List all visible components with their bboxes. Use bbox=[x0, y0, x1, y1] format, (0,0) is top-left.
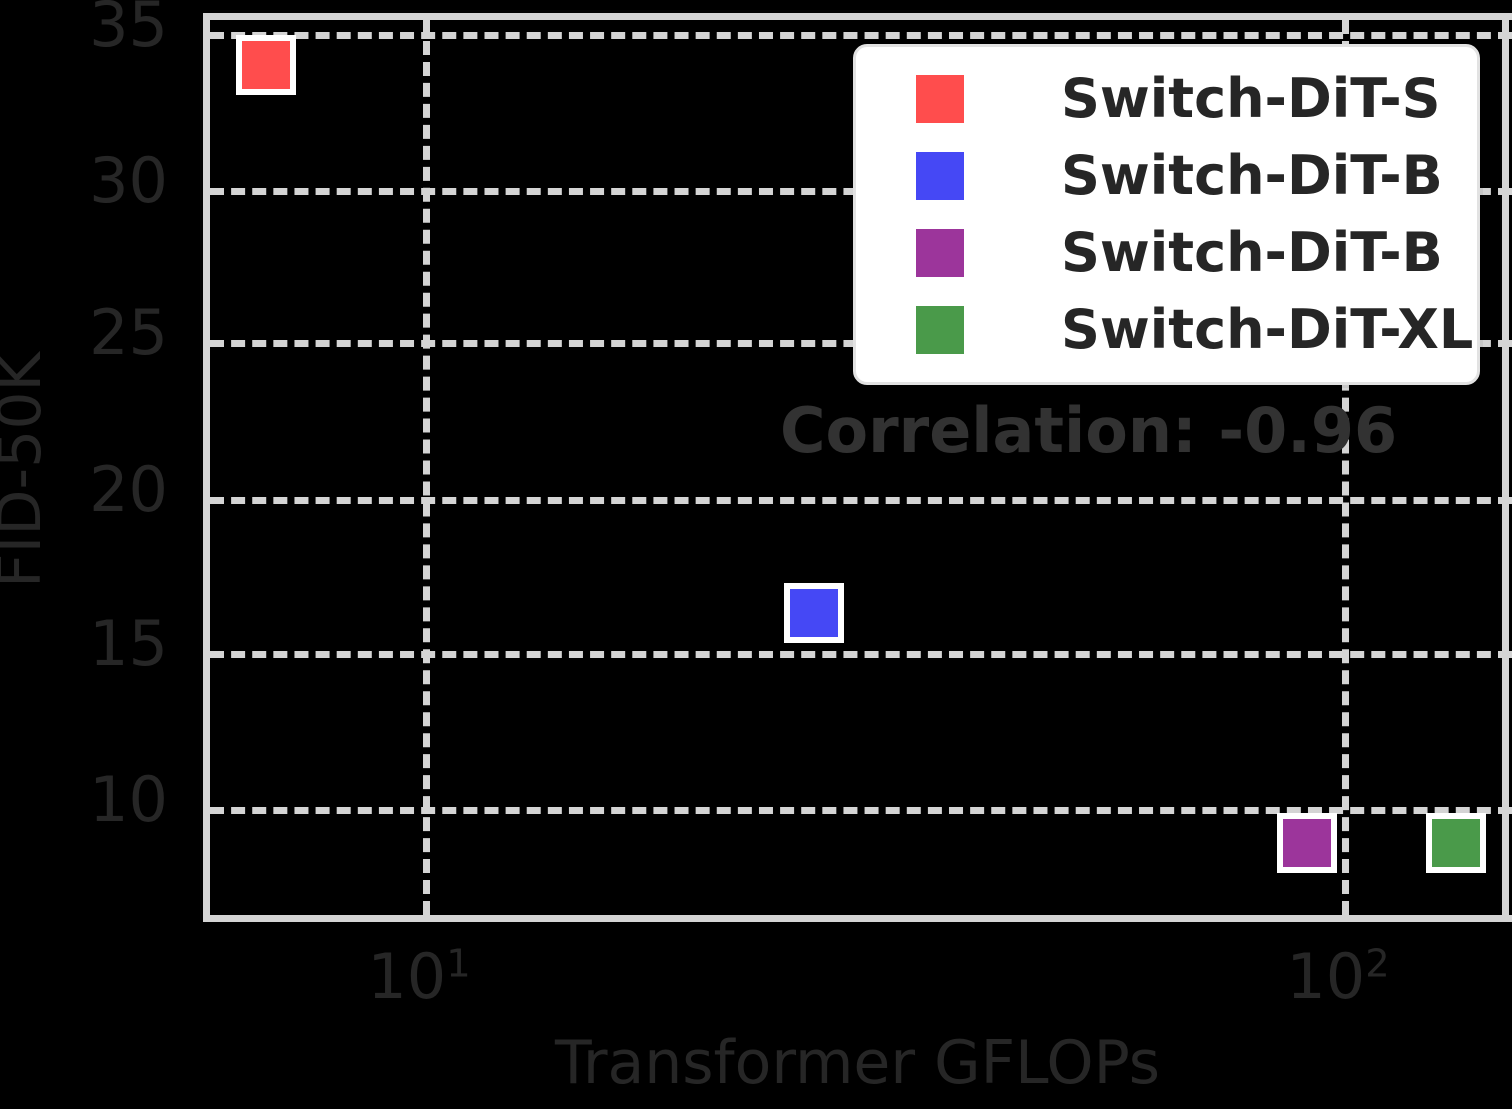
legend-item-switch-dit-s[interactable]: Switch-DiT-S bbox=[856, 61, 1477, 138]
legend-label-switch-dit-b-2: Switch-DiT-B bbox=[1061, 220, 1443, 284]
gridline-x-10e2 bbox=[1342, 20, 1349, 915]
legend-label-switch-dit-s: Switch-DiT-S bbox=[1061, 67, 1441, 131]
plot-area bbox=[203, 13, 1512, 922]
gridline-y-15 bbox=[210, 651, 1512, 658]
gridline-y-35 bbox=[210, 32, 1512, 39]
data-point-switch-dit-xl[interactable] bbox=[1426, 813, 1486, 873]
legend-swatch-icon-switch-dit-xl bbox=[916, 305, 964, 354]
legend-item-switch-dit-b[interactable]: Switch-DiT-B bbox=[856, 138, 1477, 215]
data-point-switch-dit-b[interactable] bbox=[784, 583, 844, 643]
legend-swatch-icon-switch-dit-s bbox=[916, 75, 964, 124]
data-point-switch-dit-s[interactable] bbox=[236, 35, 296, 95]
gridline-y-20 bbox=[210, 497, 1512, 504]
ytick-label-30: 30 bbox=[89, 144, 168, 217]
chart-legend[interactable]: Switch-DiT-S Switch-DiT-B Switch-DiT-B S… bbox=[853, 44, 1480, 385]
xtick-label-10e2-mantissa: 10 bbox=[1286, 940, 1366, 1013]
legend-swatch-icon-switch-dit-b-2 bbox=[916, 228, 964, 277]
ytick-label-20: 20 bbox=[89, 453, 168, 526]
ytick-mark-10 bbox=[203, 807, 217, 813]
gridline-x-10e1 bbox=[423, 20, 430, 915]
xtick-label-10e1-exponent: 1 bbox=[446, 941, 471, 987]
legend-item-switch-dit-xl[interactable]: Switch-DiT-XL bbox=[856, 291, 1477, 368]
xtick-label-10e2: 102 bbox=[1286, 942, 1389, 1012]
ytick-label-15: 15 bbox=[89, 607, 168, 680]
xtick-mark-10e2 bbox=[1342, 908, 1348, 922]
x-axis-label: Transformer GFLOPs bbox=[554, 1028, 1160, 1098]
ytick-label-35: 35 bbox=[89, 0, 168, 61]
correlation-annotation: Correlation: -0.96 bbox=[780, 394, 1398, 467]
xtick-label-10e2-exponent: 2 bbox=[1365, 941, 1390, 987]
ytick-label-25: 25 bbox=[89, 296, 168, 369]
ytick-mark-20 bbox=[203, 497, 217, 503]
legend-item-switch-dit-b-2[interactable]: Switch-DiT-B bbox=[856, 215, 1477, 292]
legend-label-switch-dit-b: Switch-DiT-B bbox=[1061, 144, 1443, 208]
ytick-mark-30 bbox=[203, 188, 217, 194]
xtick-mark-10e1 bbox=[423, 908, 429, 922]
ytick-label-10: 10 bbox=[89, 763, 168, 836]
ytick-mark-15 bbox=[203, 651, 217, 657]
axis-right-spine bbox=[1502, 13, 1509, 922]
xtick-label-10e1: 101 bbox=[367, 942, 470, 1012]
legend-swatch-icon-switch-dit-b bbox=[916, 152, 964, 201]
gridline-y-10 bbox=[210, 807, 1512, 814]
data-point-switch-dit-b-2[interactable] bbox=[1277, 813, 1337, 873]
ytick-mark-25 bbox=[203, 340, 217, 346]
xtick-label-10e1-mantissa: 10 bbox=[367, 940, 447, 1013]
legend-label-switch-dit-xl: Switch-DiT-XL bbox=[1061, 297, 1474, 361]
y-axis-label: FID-50K bbox=[0, 352, 55, 588]
ytick-mark-35 bbox=[203, 32, 217, 38]
